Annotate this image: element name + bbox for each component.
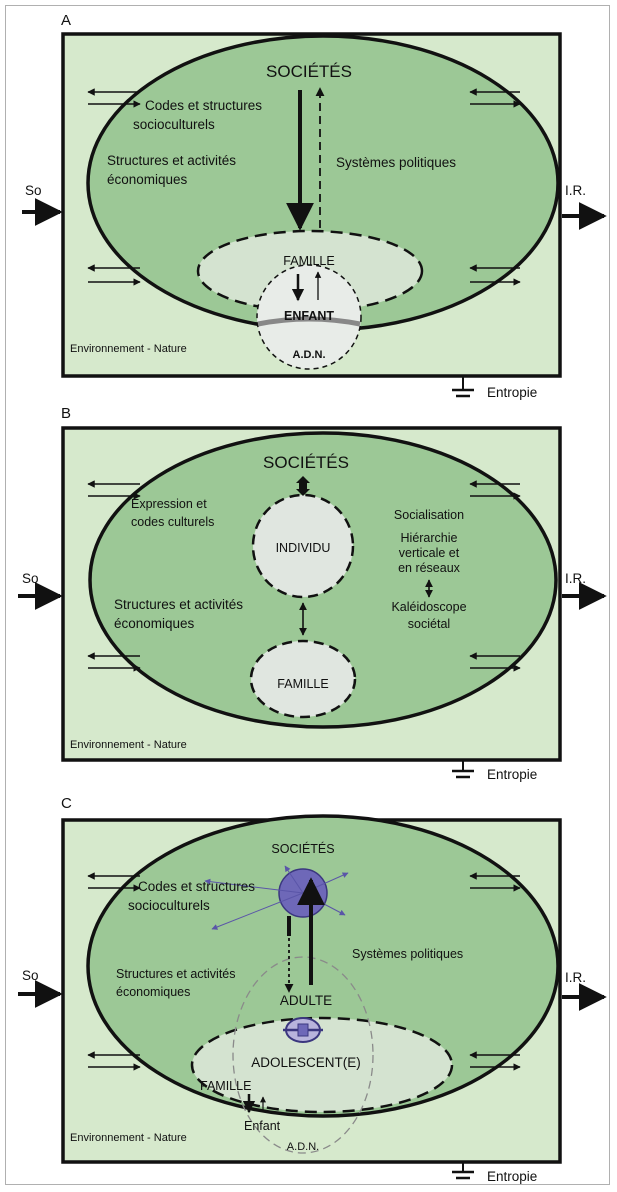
panel-b-economy-label-2: économiques: [114, 616, 195, 631]
panel-c-ground-icon: [452, 1162, 474, 1180]
panel-c-codes-label-2: socioculturels: [128, 898, 210, 913]
panel-c: C So I.R.: [18, 795, 607, 1184]
panel-b-double-arrow-icon: [296, 476, 310, 496]
panel-b-hierarchy-label: Hiérarchie: [401, 531, 458, 545]
panel-b-hierarchy-label-3: en réseaux: [398, 561, 461, 575]
panel-c-output-label: I.R.: [565, 970, 586, 985]
panel-c-codes-label: Codes et structures: [138, 879, 255, 894]
figure-frame: [5, 5, 610, 1185]
panel-c-society-ellipse: [86, 814, 560, 1118]
panel-b-ground-icon: [452, 760, 474, 779]
panel-c-influence-arrow: [211, 892, 304, 930]
panel-b-individual-label: INDIVIDU: [276, 541, 331, 555]
panel-b-input-label: So: [22, 571, 39, 586]
panel-c-adolescent-label: ADOLESCENT(E): [251, 1055, 361, 1070]
panel-a-economy-label: Structures et activités: [107, 153, 236, 168]
panel-b-family-ellipse: [249, 639, 357, 719]
panel-b-environment-label: Environnement - Nature: [70, 739, 187, 751]
panel-a-dna-label: A.D.N.: [293, 349, 326, 361]
panel-b-kaleidoscope-label-2: sociétal: [408, 617, 450, 631]
panel-b-kaleidoscope-label: Kaléidoscope: [391, 600, 466, 614]
panel-b-hierarchy-label-2: verticale et: [399, 546, 460, 560]
panel-c-letter: C: [61, 795, 72, 812]
panel-b-expression-label-2: codes culturels: [131, 515, 214, 529]
panel-c-child-label: Enfant: [244, 1119, 281, 1133]
panel-c-entropy-label: Entropie: [487, 1169, 537, 1184]
panel-b-family-label: FAMILLE: [277, 677, 328, 691]
panel-a-entropy-label: Entropie: [487, 385, 537, 400]
panel-b: B So I.R. Entropie: [18, 405, 607, 782]
panel-b-societies-title: SOCIÉTÉS: [263, 453, 349, 472]
panel-c-economy-label: Structures et activités: [116, 967, 236, 981]
panel-c-dna-label: A.D.N.: [287, 1141, 319, 1153]
panel-a-output-label: I.R.: [565, 183, 586, 198]
panel-a-economy-label-2: économiques: [107, 172, 188, 187]
panel-a-codes-label-2: socioculturels: [133, 117, 215, 132]
panel-a-family-label: FAMILLE: [283, 254, 334, 268]
panel-b-expression-label: Expression et: [131, 497, 207, 511]
panel-a-societies-title: SOCIÉTÉS: [266, 62, 352, 81]
panel-c-adolescent-symbol-icon: [283, 1017, 323, 1043]
panel-b-letter: B: [61, 405, 71, 422]
panel-b-output-label: I.R.: [565, 571, 586, 586]
panel-b-economy-label: Structures et activités: [114, 597, 243, 612]
panel-c-family-label: FAMILLE: [200, 1079, 251, 1093]
panel-c-environment-label: Environnement - Nature: [70, 1132, 187, 1144]
panel-a-codes-label: Codes et structures: [145, 98, 262, 113]
panel-a: A So I.R. Entropie SOCIÉTÉS: [22, 12, 607, 400]
panel-c-influence-arrow: [204, 878, 304, 894]
panel-a-politics-label: Systèmes politiques: [336, 155, 456, 170]
panel-b-entropy-label: Entropie: [487, 767, 537, 782]
panel-c-politics-label: Systèmes politiques: [352, 947, 463, 961]
panel-a-boundary-band: [257, 316, 361, 327]
panel-c-input-label: So: [22, 968, 39, 983]
panel-a-input-label: So: [25, 183, 42, 198]
panel-a-environment-label: Environnement - Nature: [70, 343, 187, 355]
panel-c-economy-label-2: économiques: [116, 985, 190, 999]
panel-b-individual-circle: [251, 493, 355, 599]
panel-a-child-label: ENFANT: [284, 309, 334, 323]
panel-c-societies-title: SOCIÉTÉS: [271, 841, 334, 856]
panel-b-socialisation-label: Socialisation: [394, 508, 464, 522]
panel-c-adult-label: ADULTE: [280, 993, 332, 1008]
panel-a-ground-icon: [452, 376, 474, 398]
panel-c-family-ellipse: [190, 1016, 454, 1114]
panel-c-adult-ellipse: [232, 956, 374, 1154]
panel-a-letter: A: [61, 12, 71, 29]
